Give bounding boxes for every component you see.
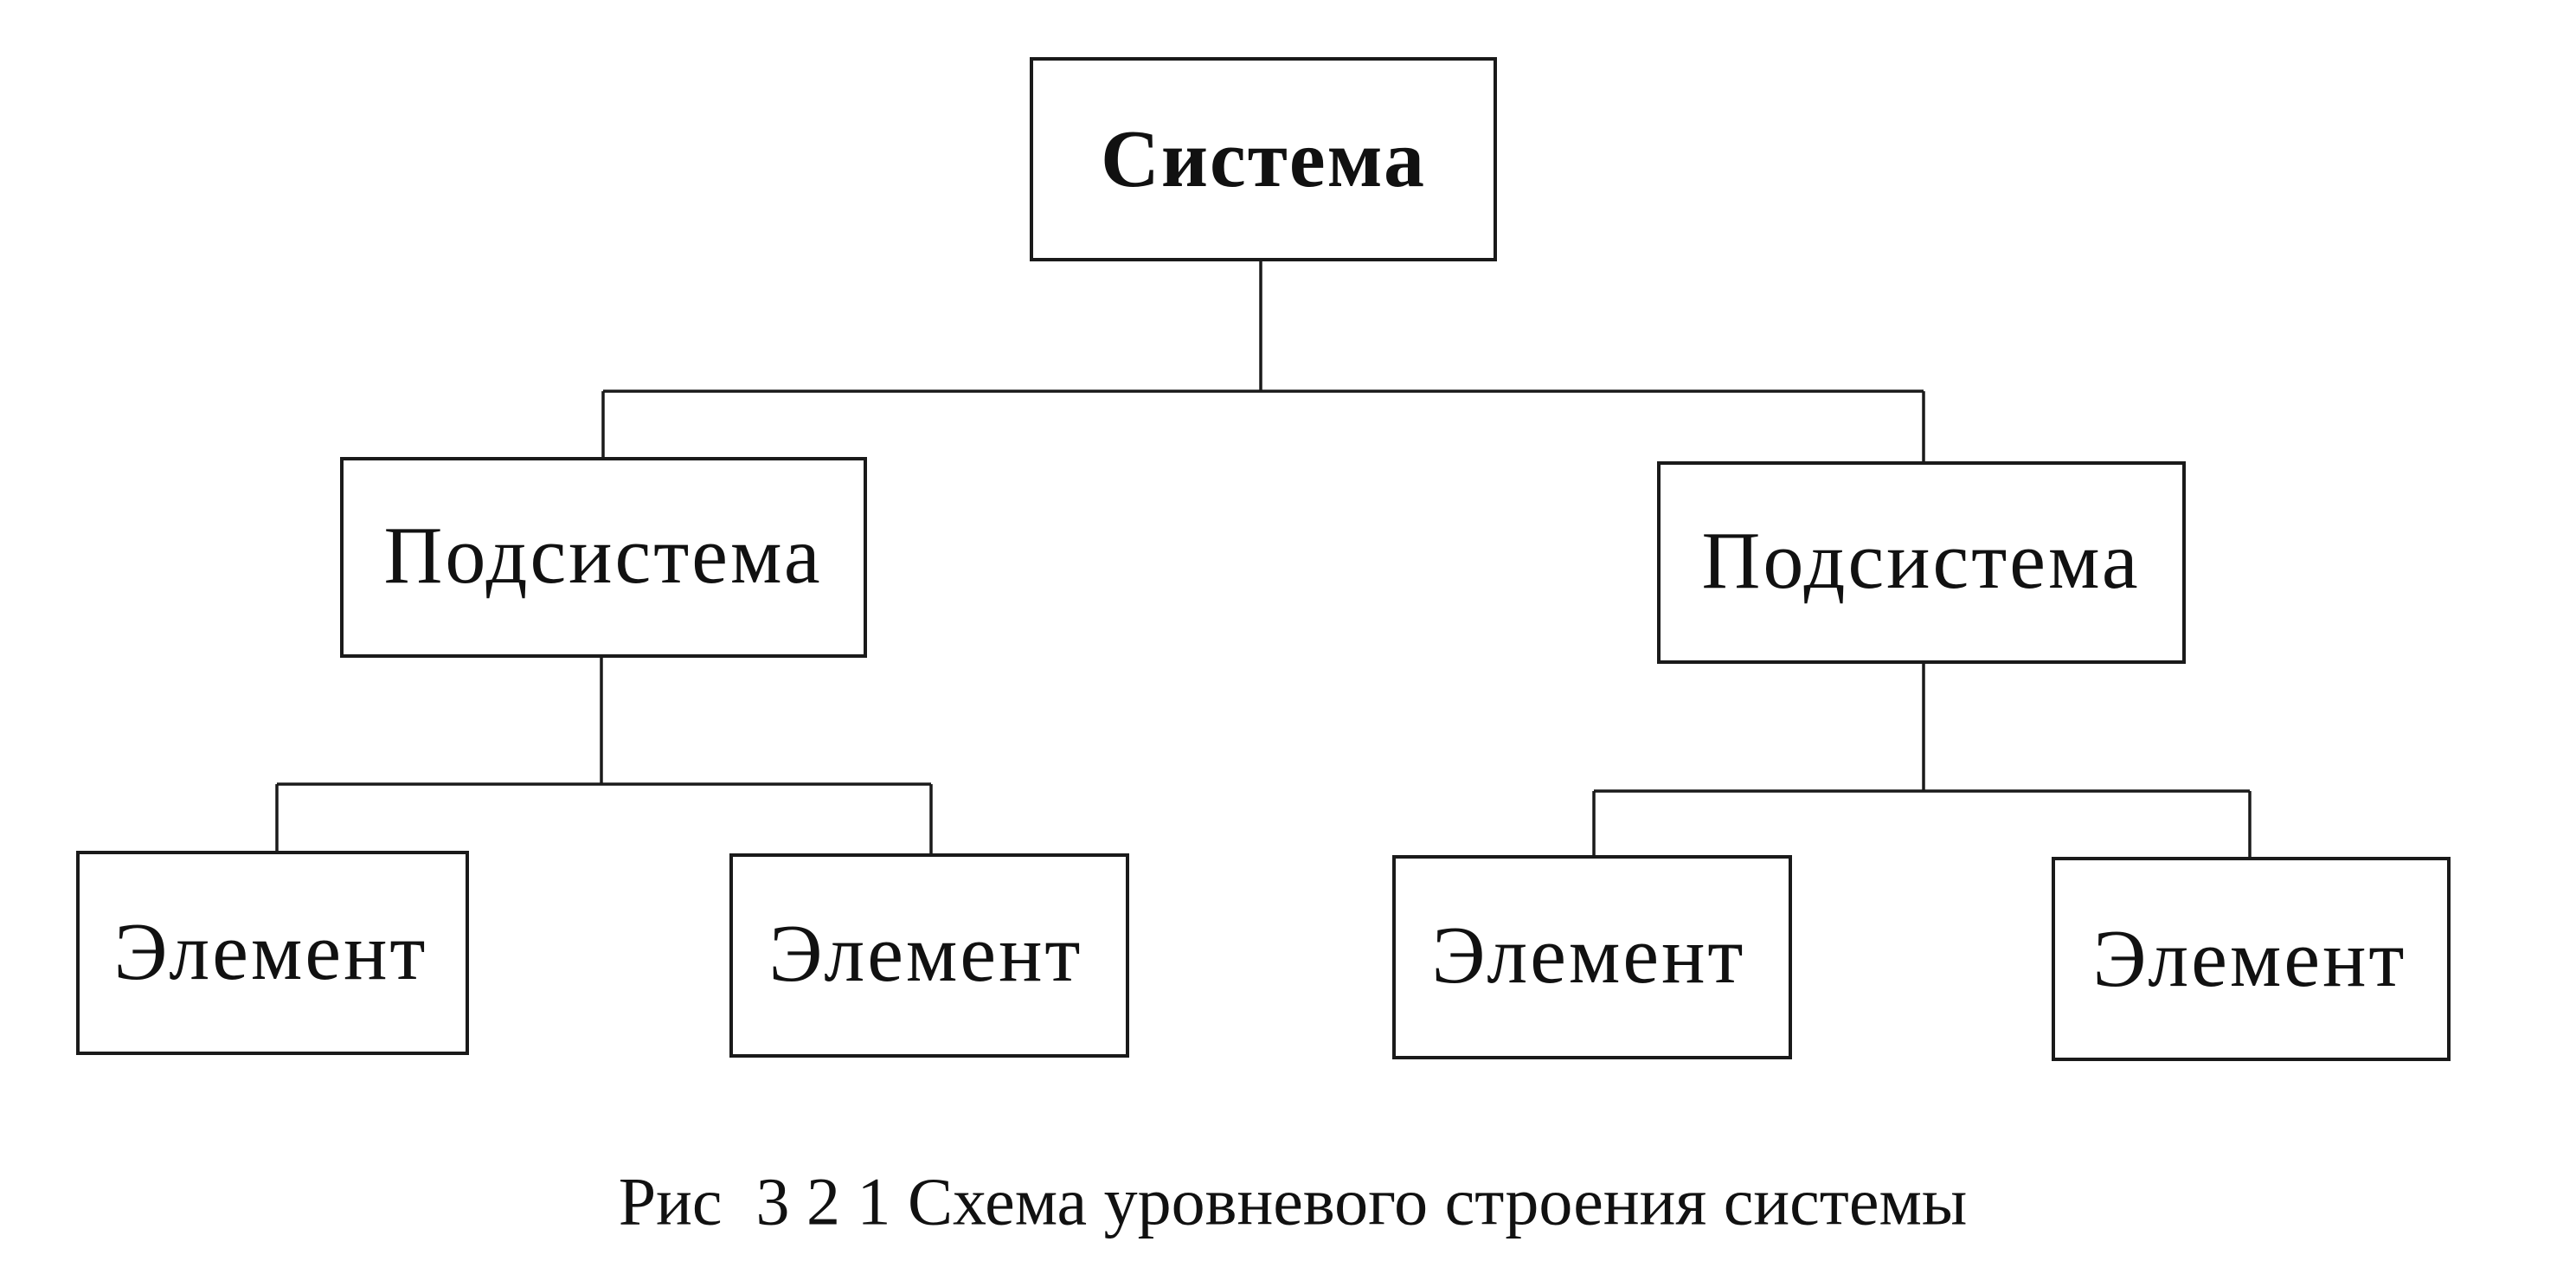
subsystem-1-label: Подсистема [383, 511, 822, 601]
root-label: Система [1101, 114, 1426, 204]
element-1-box [76, 851, 469, 1055]
element-node-4: Элемент [2052, 857, 2451, 1061]
figure-caption: Рис 3 2 1 Схема уровневого строения сист… [619, 1164, 1967, 1239]
element-1-label: Элемент [113, 907, 427, 997]
element-2-box [729, 853, 1129, 1058]
subsystem-2-box [1657, 461, 2186, 664]
subsystem-1-box [340, 457, 867, 658]
element-4-label: Элемент [2092, 914, 2406, 1004]
element-3-box [1392, 855, 1792, 1059]
element-node-1: Элемент [76, 851, 469, 1055]
connectors [275, 260, 2252, 859]
element-node-3: Элемент [1392, 855, 1792, 1059]
element-2-label: Элемент [768, 909, 1082, 999]
subsystem-node-2: Подсистема [1657, 461, 2186, 664]
element-node-2: Элемент [729, 853, 1129, 1058]
subsystem-node-1: Подсистема [340, 457, 867, 658]
element-4-box [2052, 857, 2451, 1061]
root-node: Система [1030, 57, 1497, 261]
element-3-label: Элемент [1431, 910, 1745, 1001]
subsystem-2-label: Подсистема [1701, 516, 2140, 606]
root-box [1030, 57, 1497, 261]
